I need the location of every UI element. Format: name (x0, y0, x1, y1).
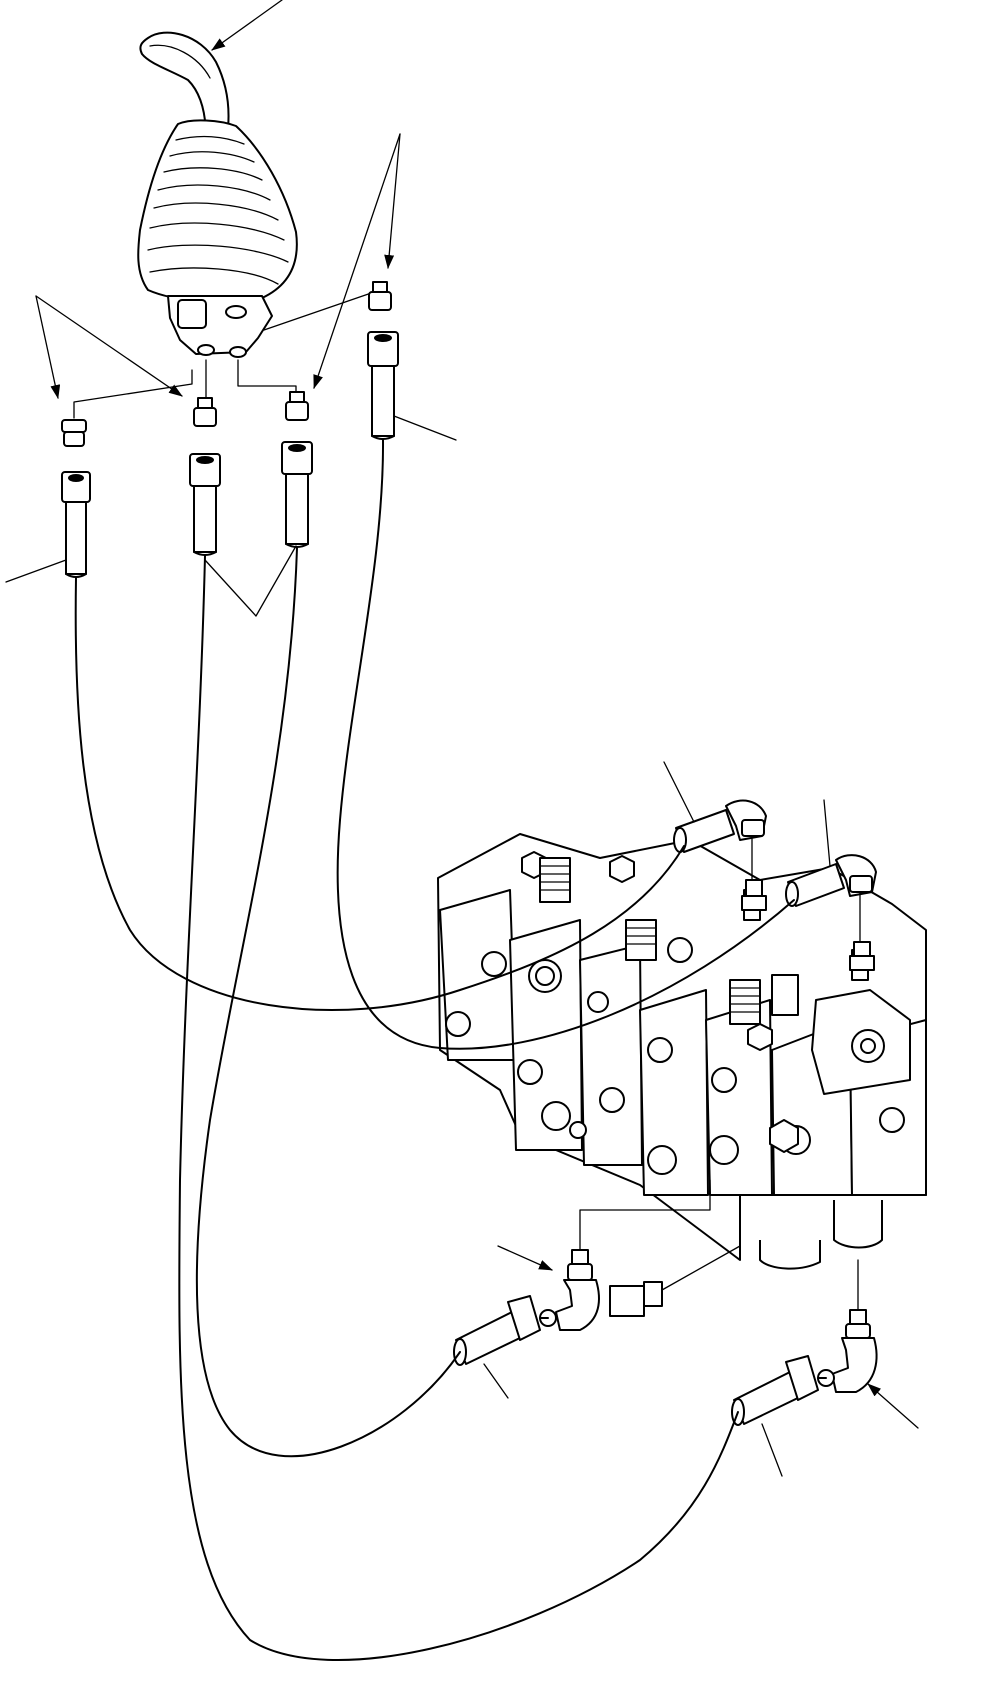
fitting (285, 391, 309, 421)
hose-end (281, 441, 313, 548)
fitting-group-top (61, 281, 399, 578)
fitting (193, 397, 217, 427)
hose (74, 577, 685, 1011)
hose-end (61, 471, 91, 578)
elbow-connector (673, 799, 767, 911)
hose (336, 439, 795, 1050)
sensor-connector (609, 1245, 741, 1317)
hose-end (189, 453, 221, 556)
elbow-connector (785, 854, 877, 971)
elbow-connector (539, 1179, 711, 1331)
hose (195, 547, 461, 1458)
fitting (61, 419, 87, 447)
fitting (368, 281, 392, 311)
hose (178, 555, 739, 1661)
elbow-connector (817, 1259, 878, 1393)
hose-end (367, 331, 399, 440)
hose-end (731, 1355, 827, 1426)
callouts (5, 0, 919, 1477)
hose-end (453, 1295, 549, 1366)
joystick (73, 31, 381, 419)
joystick-boot (137, 119, 298, 303)
hoses (74, 439, 795, 1661)
control-valve (437, 833, 927, 1270)
